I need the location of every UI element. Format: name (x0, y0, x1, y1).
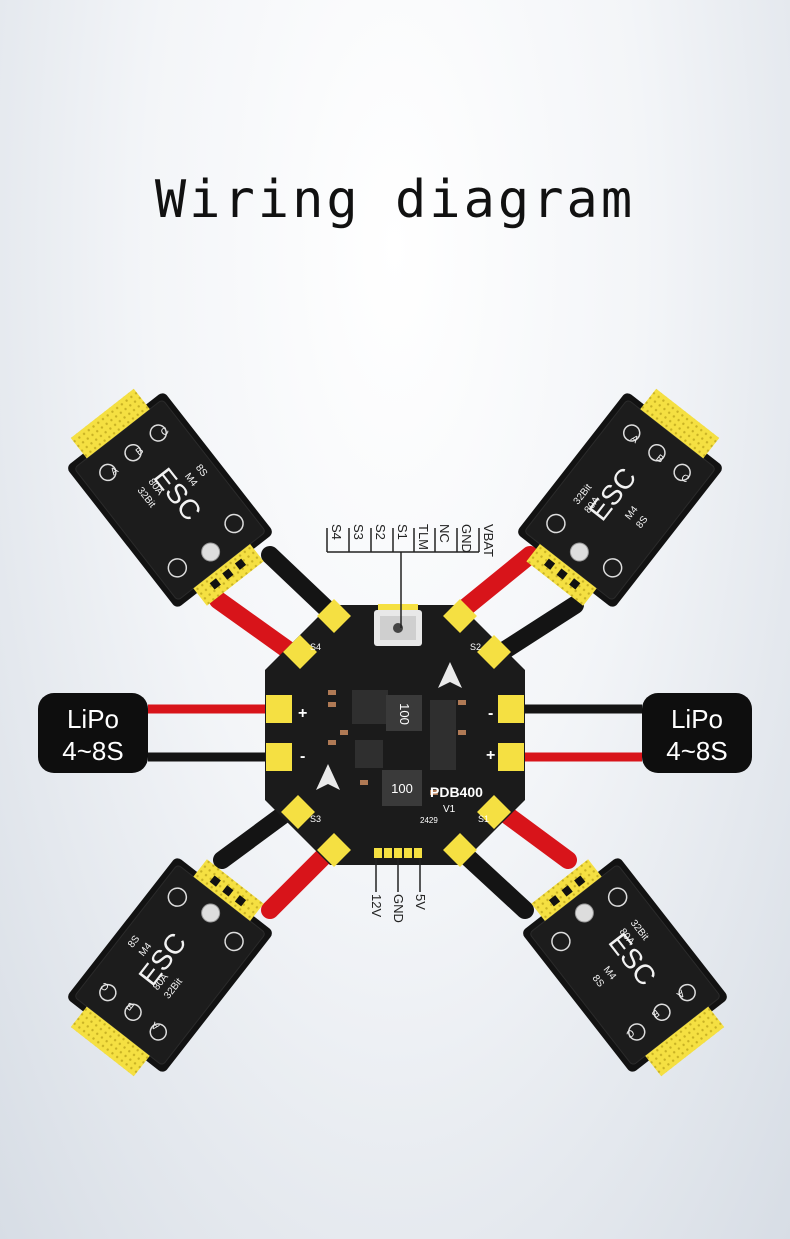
board-version: V1 (443, 804, 456, 815)
battery-right: LiPo 4~8S (642, 693, 752, 773)
battery-left-cells: 4~8S (62, 736, 123, 766)
esc-wires (209, 546, 584, 919)
motor-label-s3: S3 (310, 814, 321, 824)
motor-label-s2: S2 (470, 642, 481, 652)
board-date-code: 2429 (420, 816, 438, 825)
battery-left-type: LiPo (67, 704, 119, 734)
pin-label-12v: 12V (369, 894, 384, 917)
pin-label-s2: S2 (373, 524, 388, 540)
esc-bottom-right: A B C ESC 32Bit 80A M4 8S (510, 842, 743, 1091)
motor-label-s1: S1 (478, 814, 489, 824)
pdb-board: 100 100 PDB400 V1 2429 + - - + S4 S2 S3 … (265, 599, 525, 867)
esc-top-left: A B C ESC 32Bit 80A M4 8S (52, 374, 285, 623)
pin-label-nc: NC (437, 524, 452, 543)
pin-label-tlm: TLM (416, 524, 431, 550)
pin-label-power-gnd: GND (391, 894, 406, 923)
battery-wires (148, 704, 642, 762)
left-minus-mark: - (300, 748, 305, 765)
pin-label-gnd: GND (459, 524, 474, 553)
esc-top-right: A B C ESC 32Bit 80A M4 8S (505, 374, 738, 623)
board-name: PDB400 (430, 784, 483, 800)
arrow-icon (316, 764, 340, 790)
pin-label-s3: S3 (351, 524, 366, 540)
right-plus-mark: + (486, 747, 495, 764)
right-minus-mark: - (488, 705, 493, 722)
power-pin-labels: 12V GND 5V (369, 894, 428, 923)
battery-left: LiPo 4~8S (38, 693, 148, 773)
pin-label-s4: S4 (329, 524, 344, 540)
signal-leader (326, 528, 480, 892)
chip-marking-1: 100 (397, 703, 412, 725)
pin-label-vbat: VBAT (481, 524, 496, 557)
motor-label-s4: S4 (310, 642, 321, 652)
pin-label-5v: 5V (413, 894, 428, 910)
pin-label-s1: S1 (395, 524, 410, 540)
signal-pin-labels: VBAT GND NC TLM S1 S2 S3 S4 (329, 524, 496, 557)
esc-bottom-left: A B C ESC 32Bit 80A M4 8S (52, 842, 285, 1091)
battery-right-type: LiPo (671, 704, 723, 734)
chip-marking-2: 100 (391, 781, 413, 796)
left-plus-mark: + (298, 705, 307, 722)
arrow-icon (438, 662, 462, 688)
battery-right-cells: 4~8S (666, 736, 727, 766)
page-title: Wiring diagram (154, 170, 636, 230)
